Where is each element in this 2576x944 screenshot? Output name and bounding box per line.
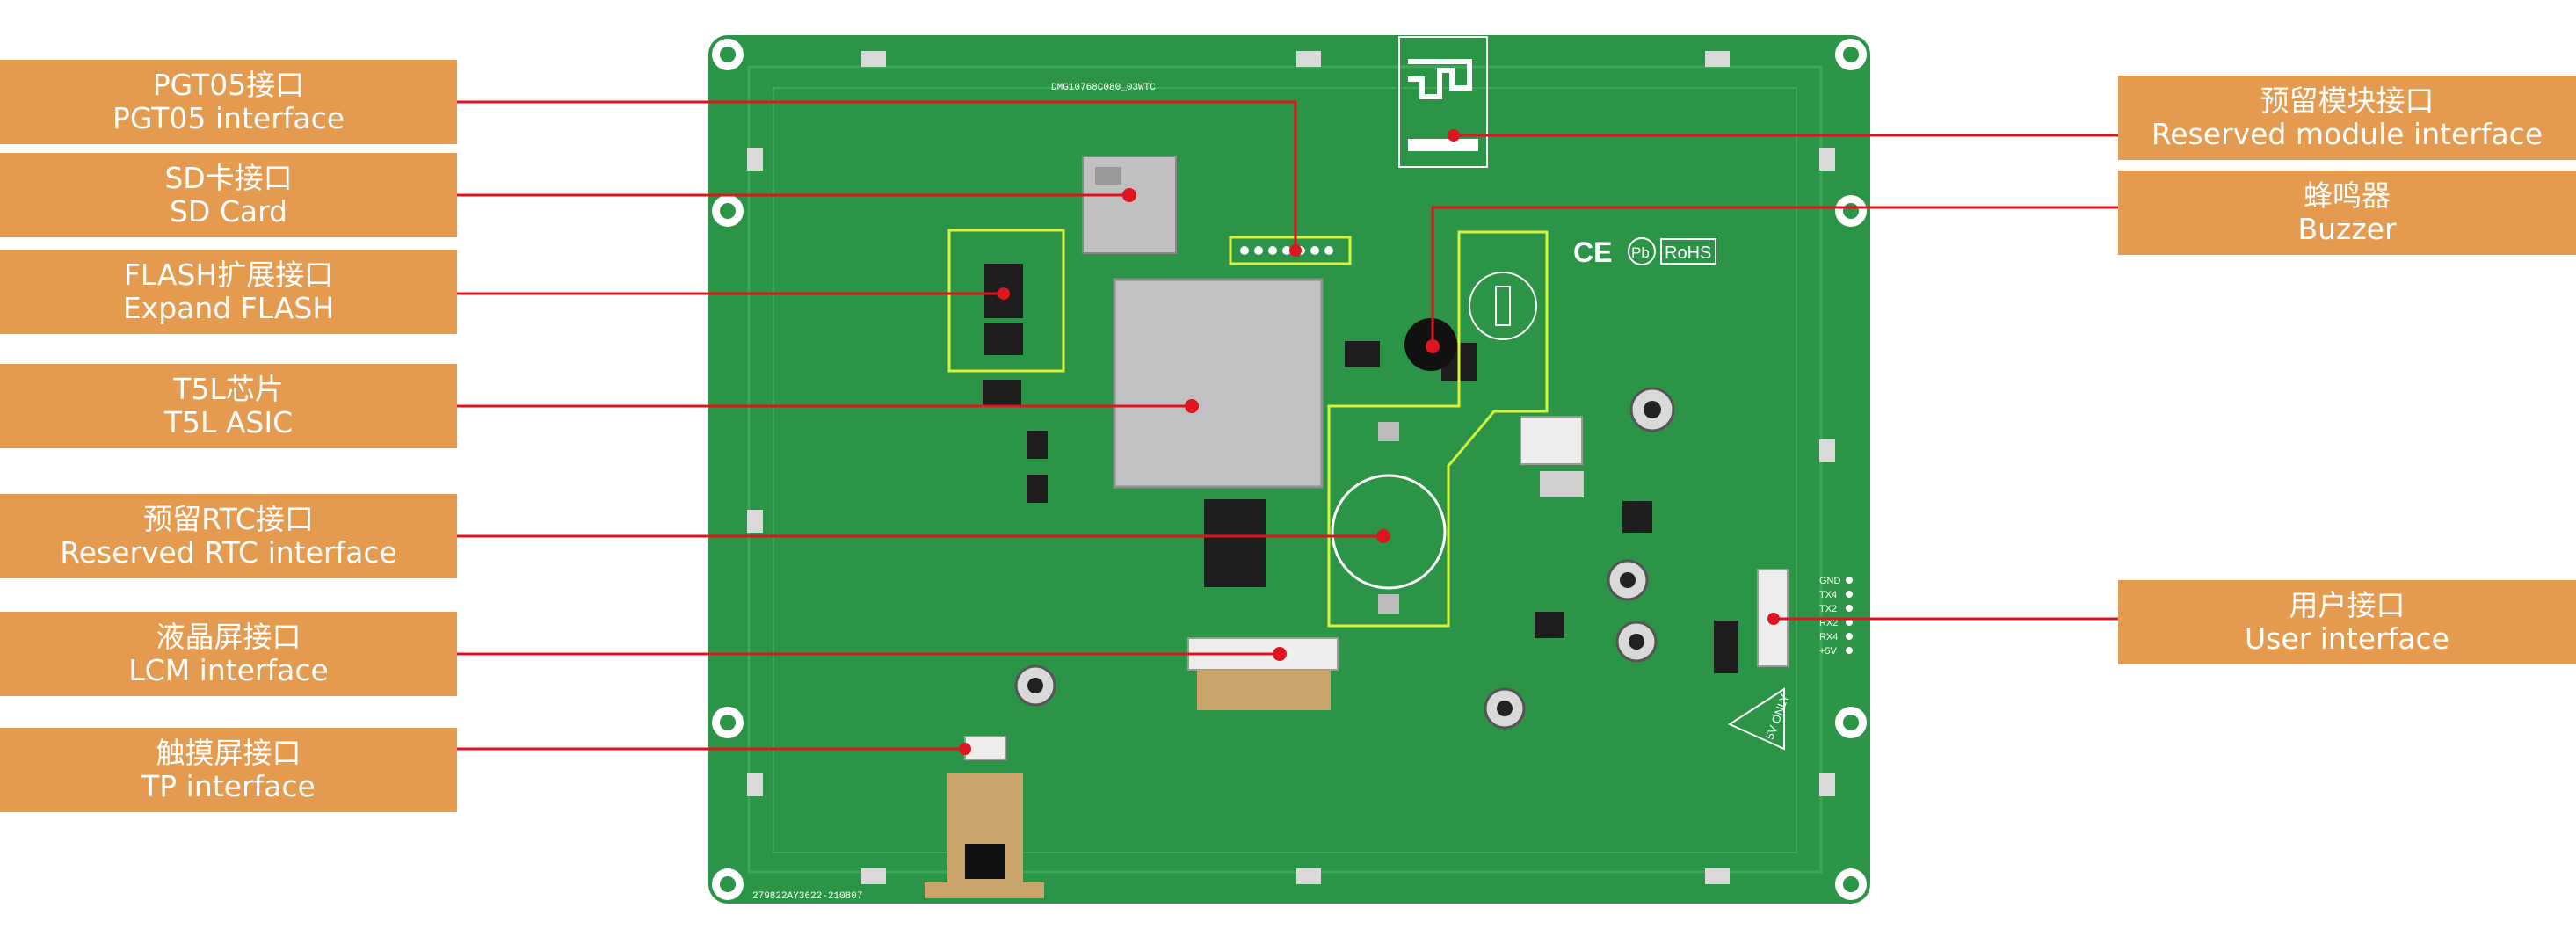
callout-lines (457, 100, 2118, 751)
callout-label-tp: 触摸屏接口 TP interface (0, 728, 457, 812)
callout-cn: 预留模块接口 (2260, 83, 2435, 118)
callout-en: User interface (2245, 621, 2449, 656)
callout-cn: 用户接口 (2289, 587, 2405, 622)
callout-line-buzzer (1431, 206, 2118, 346)
t5l-chip (1113, 278, 1324, 489)
callout-label-sd-card: SD卡接口 SD Card (0, 153, 457, 237)
cert-mark-rohs: RoHS (1665, 243, 1711, 263)
callout-en: SD Card (169, 194, 288, 229)
mounting-holes (712, 39, 1867, 900)
cert-marks: CE Pb RoHS (1573, 236, 1716, 268)
callout-label-buzzer: 蜂鸣器 Buzzer (2118, 171, 2576, 255)
callout-dots (959, 129, 1780, 755)
callout-cn: 触摸屏接口 (156, 735, 301, 770)
callout-cn: 预留RTC接口 (143, 501, 314, 536)
user-pin-label: RX2 (1819, 618, 1838, 628)
user-pin-label: +5V (1819, 646, 1838, 657)
callout-en: TP interface (141, 769, 316, 803)
user-pin-labels: GND TX4 TX2 RX2 RX4 +5V (1819, 576, 1841, 657)
callout-en: Buzzer (2297, 212, 2397, 246)
callout-cn: FLASH扩展接口 (123, 257, 334, 292)
callout-cn: 液晶屏接口 (156, 619, 301, 654)
callout-cn: PGT05接口 (152, 67, 305, 102)
callout-label-rtc: 预留RTC接口 Reserved RTC interface (0, 494, 457, 578)
callout-label-user-interface: 用户接口 User interface (2118, 580, 2576, 664)
board-model-text: DMG10768C080_03WTC (1051, 83, 1156, 93)
callout-label-t5l: T5L芯片 T5L ASIC (0, 364, 457, 448)
callout-cn: T5L芯片 (173, 371, 284, 406)
callout-en: T5L ASIC (163, 405, 294, 439)
callout-en: Expand FLASH (122, 291, 335, 325)
callout-en: Reserved module interface (2151, 117, 2543, 151)
callout-en: PGT05 interface (112, 101, 345, 135)
callout-cn: SD卡接口 (164, 160, 293, 195)
callout-label-pgt05: PGT05接口 PGT05 interface (0, 60, 457, 144)
cert-mark-pb: Pb (1631, 244, 1650, 261)
capacitors (1014, 387, 1675, 730)
sd-card-slot (1082, 156, 1177, 254)
highlight-boxes (947, 229, 1549, 628)
user-pin-label: TX4 (1819, 590, 1837, 600)
callout-en: Reserved RTC interface (60, 535, 397, 570)
callout-cn: 蜂鸣器 (2304, 178, 2391, 213)
callout-label-reserved-module: 预留模块接口 Reserved module interface (2118, 76, 2576, 160)
lcm-connector (1187, 637, 1339, 710)
callout-label-flash: FLASH扩展接口 Expand FLASH (0, 250, 457, 334)
user-pin-label: RX4 (1819, 632, 1838, 643)
white-connector (1520, 416, 1584, 497)
callout-en: LCM interface (128, 653, 329, 687)
flash-ic (984, 264, 1023, 355)
callout-line-pgt05 (457, 100, 1297, 251)
rtc-battery-outline (1331, 272, 1537, 614)
user-pin-label: TX2 (1819, 604, 1837, 614)
cert-mark-ce: CE (1573, 236, 1612, 268)
antenna-module (1398, 36, 1488, 168)
user-pin-label: GND (1819, 576, 1841, 586)
board-serial-text: 279822AY3622-210807 (752, 891, 862, 902)
callout-label-lcm: 液晶屏接口 LCM interface (0, 612, 457, 696)
edge-clips (747, 51, 1835, 884)
